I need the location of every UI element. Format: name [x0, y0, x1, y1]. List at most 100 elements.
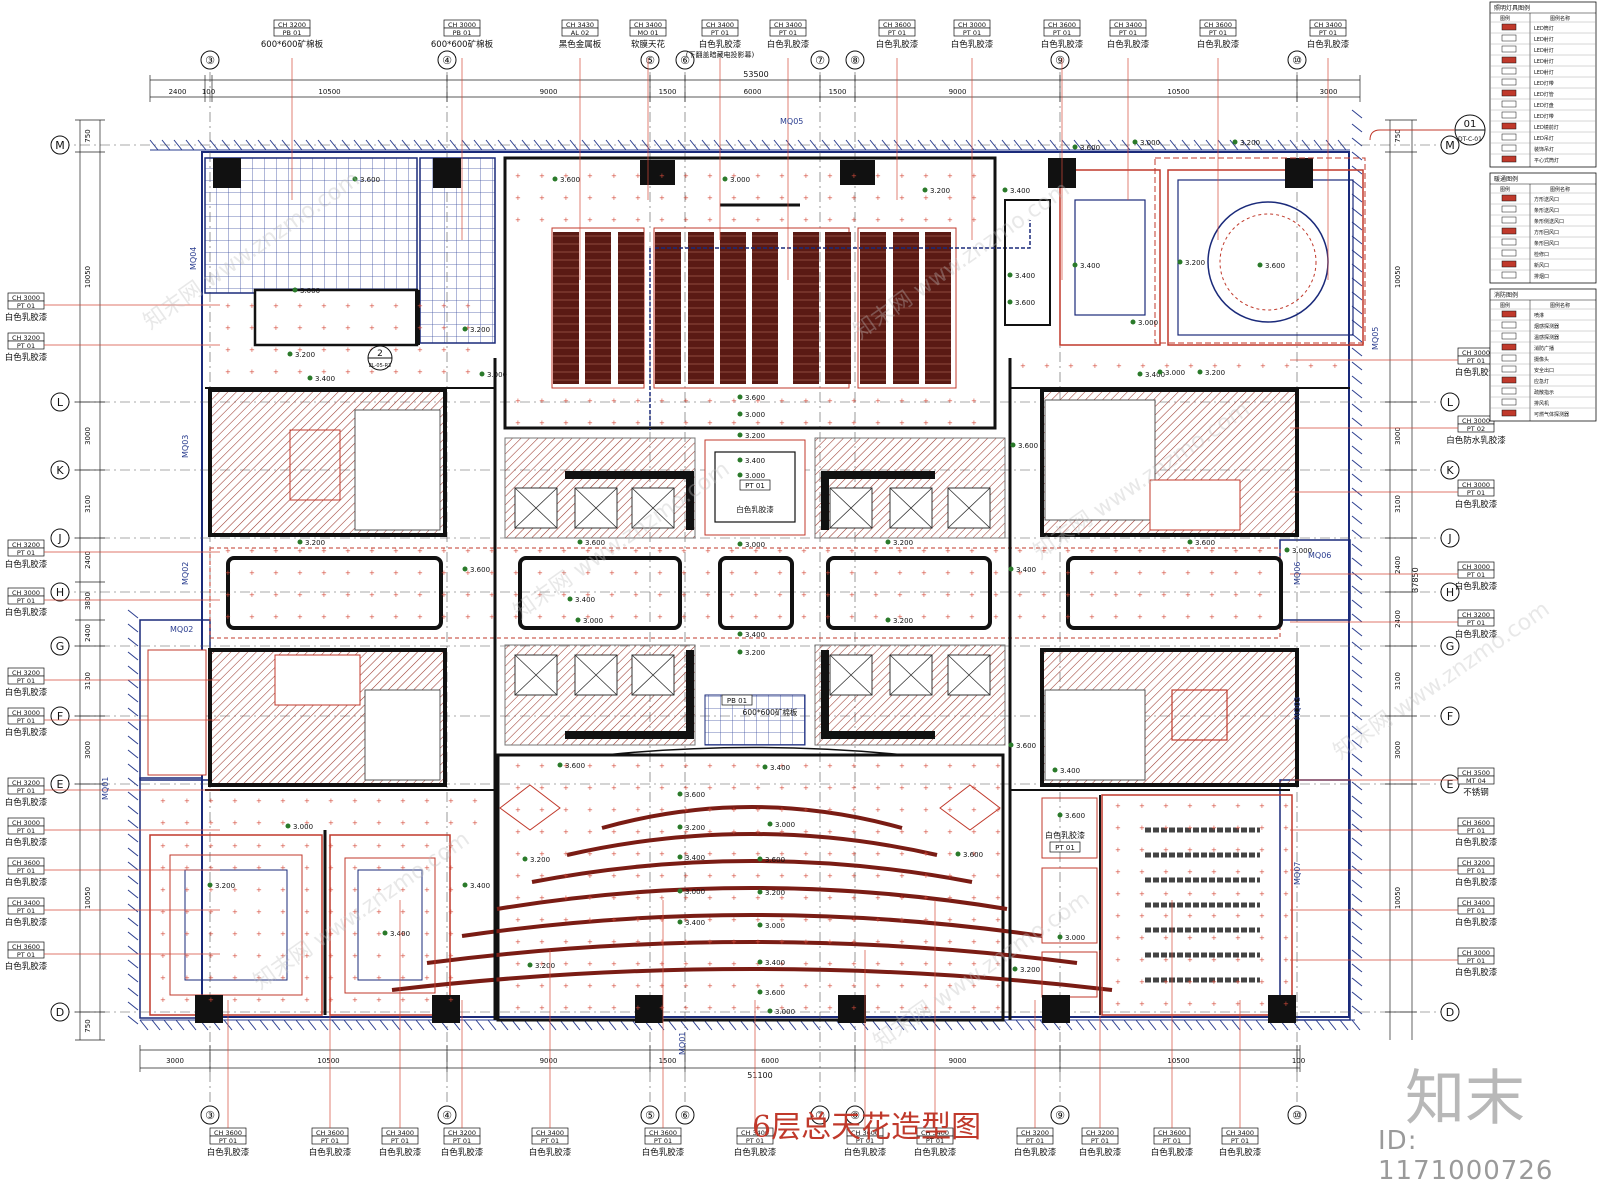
svg-text:+: +	[683, 762, 689, 770]
svg-text:+: +	[731, 828, 737, 836]
svg-text:+: +	[969, 591, 975, 599]
svg-text:+: +	[297, 547, 303, 555]
svg-text:+: +	[563, 850, 569, 858]
svg-text:+: +	[1139, 934, 1145, 942]
svg-text:+: +	[587, 960, 593, 968]
brand-logo: 知末	[1405, 1064, 1525, 1134]
svg-text:+: +	[1233, 591, 1239, 599]
axis-right-bubble-label: E	[1447, 778, 1454, 791]
level-label: 3.200	[765, 889, 785, 897]
svg-text:+: +	[184, 952, 190, 960]
svg-text:+: +	[376, 842, 382, 850]
svg-text:+: +	[587, 1004, 593, 1012]
tag-text: 软膜天花	[631, 39, 666, 50]
room-meeting-sw	[149, 834, 460, 1023]
svg-text:+: +	[683, 806, 689, 814]
svg-text:+: +	[755, 850, 761, 858]
tag-sub: PT 01	[1163, 1137, 1181, 1145]
svg-text:+: +	[899, 828, 905, 836]
svg-text:+: +	[160, 864, 166, 872]
svg-text:+: +	[225, 569, 231, 577]
svg-text:+: +	[1308, 362, 1314, 370]
svg-text:+: +	[707, 194, 713, 202]
svg-text:+: +	[755, 828, 761, 836]
svg-text:+: +	[448, 952, 454, 960]
tag-code: CH 3000	[12, 589, 40, 597]
svg-text:+: +	[448, 864, 454, 872]
svg-text:+: +	[304, 952, 310, 960]
svg-text:+: +	[827, 172, 833, 180]
svg-text:+: +	[971, 960, 977, 968]
level-label: 3.200	[1020, 966, 1040, 974]
svg-text:+: +	[225, 547, 231, 555]
tag-text: 白色乳胶漆	[5, 837, 48, 848]
legend-item: 检修口	[1534, 251, 1549, 258]
svg-text:+: +	[635, 1004, 641, 1012]
svg-text:+: +	[921, 547, 927, 555]
svg-text:+: +	[755, 960, 761, 968]
svg-text:+: +	[779, 894, 785, 902]
legend-item: LED射灯	[1534, 69, 1554, 76]
tag-text: 600*600矿棉板	[431, 39, 494, 50]
level-label: 3.600	[470, 566, 490, 574]
svg-text:+: +	[448, 886, 454, 894]
tag-code: CH 3600	[316, 1129, 344, 1137]
tag-text: 白色乳胶漆	[5, 607, 48, 618]
svg-text:+: +	[753, 591, 759, 599]
svg-text:+: +	[273, 547, 279, 555]
svg-text:+: +	[1163, 934, 1169, 942]
svg-text:+: +	[1089, 547, 1095, 555]
svg-text:+: +	[635, 960, 641, 968]
bottom-dim: 100	[1292, 1057, 1305, 1065]
svg-text:+: +	[1283, 978, 1289, 986]
svg-text:+: +	[995, 960, 1001, 968]
legend-item: 条形侧送风口	[1534, 218, 1564, 225]
axis-left-bubble	[50, 135, 70, 155]
svg-text:+: +	[273, 324, 279, 332]
right-dim: 3100	[1394, 495, 1402, 513]
room-mineral-board-nw	[204, 157, 496, 347]
svg-text:+: +	[755, 806, 761, 814]
svg-text:+: +	[1161, 613, 1167, 621]
svg-text:+: +	[659, 419, 665, 427]
tag-code: CH 3400	[1114, 21, 1142, 29]
svg-text:+: +	[273, 346, 279, 354]
wall-type-label: MQ03	[181, 435, 190, 458]
svg-text:+: +	[1163, 824, 1169, 832]
svg-text:+: +	[352, 974, 358, 982]
svg-text:+: +	[945, 613, 951, 621]
svg-text:+: +	[448, 797, 454, 805]
svg-text:+: +	[875, 419, 881, 427]
svg-text:+: +	[393, 368, 399, 376]
svg-text:+: +	[539, 172, 545, 180]
tag-code: CH 3200	[1462, 611, 1490, 619]
svg-text:+: +	[1187, 846, 1193, 854]
level-label: 3.000	[745, 541, 765, 549]
tag-code: CH 3600	[1048, 21, 1076, 29]
svg-text:+: +	[683, 916, 689, 924]
svg-text:+: +	[1188, 362, 1194, 370]
level-label: 3.200	[745, 649, 765, 657]
svg-text:+: +	[659, 194, 665, 202]
svg-text:+: +	[731, 419, 737, 427]
svg-text:+: +	[1044, 362, 1050, 370]
svg-text:+: +	[539, 982, 545, 990]
tag-code: CH 3600	[1462, 819, 1490, 827]
svg-text:+: +	[400, 974, 406, 982]
svg-text:+: +	[537, 569, 543, 577]
right-dim: 10050	[1394, 266, 1402, 288]
svg-text:+: +	[971, 216, 977, 224]
svg-text:+: +	[561, 547, 567, 555]
svg-text:+: +	[424, 952, 430, 960]
inner-tag-code: PT 01	[1055, 844, 1075, 852]
level-label: 3.400	[315, 375, 335, 383]
svg-text:+: +	[1017, 591, 1023, 599]
svg-text:+: +	[995, 1004, 1001, 1012]
svg-text:+: +	[515, 850, 521, 858]
svg-text:+: +	[539, 397, 545, 405]
svg-text:+: +	[328, 864, 334, 872]
svg-text:+: +	[729, 591, 735, 599]
axis-right-bubble-label: M	[1445, 139, 1455, 152]
wall-type-label: MQ07	[1293, 862, 1302, 885]
level-label: 3.000	[775, 1008, 795, 1016]
